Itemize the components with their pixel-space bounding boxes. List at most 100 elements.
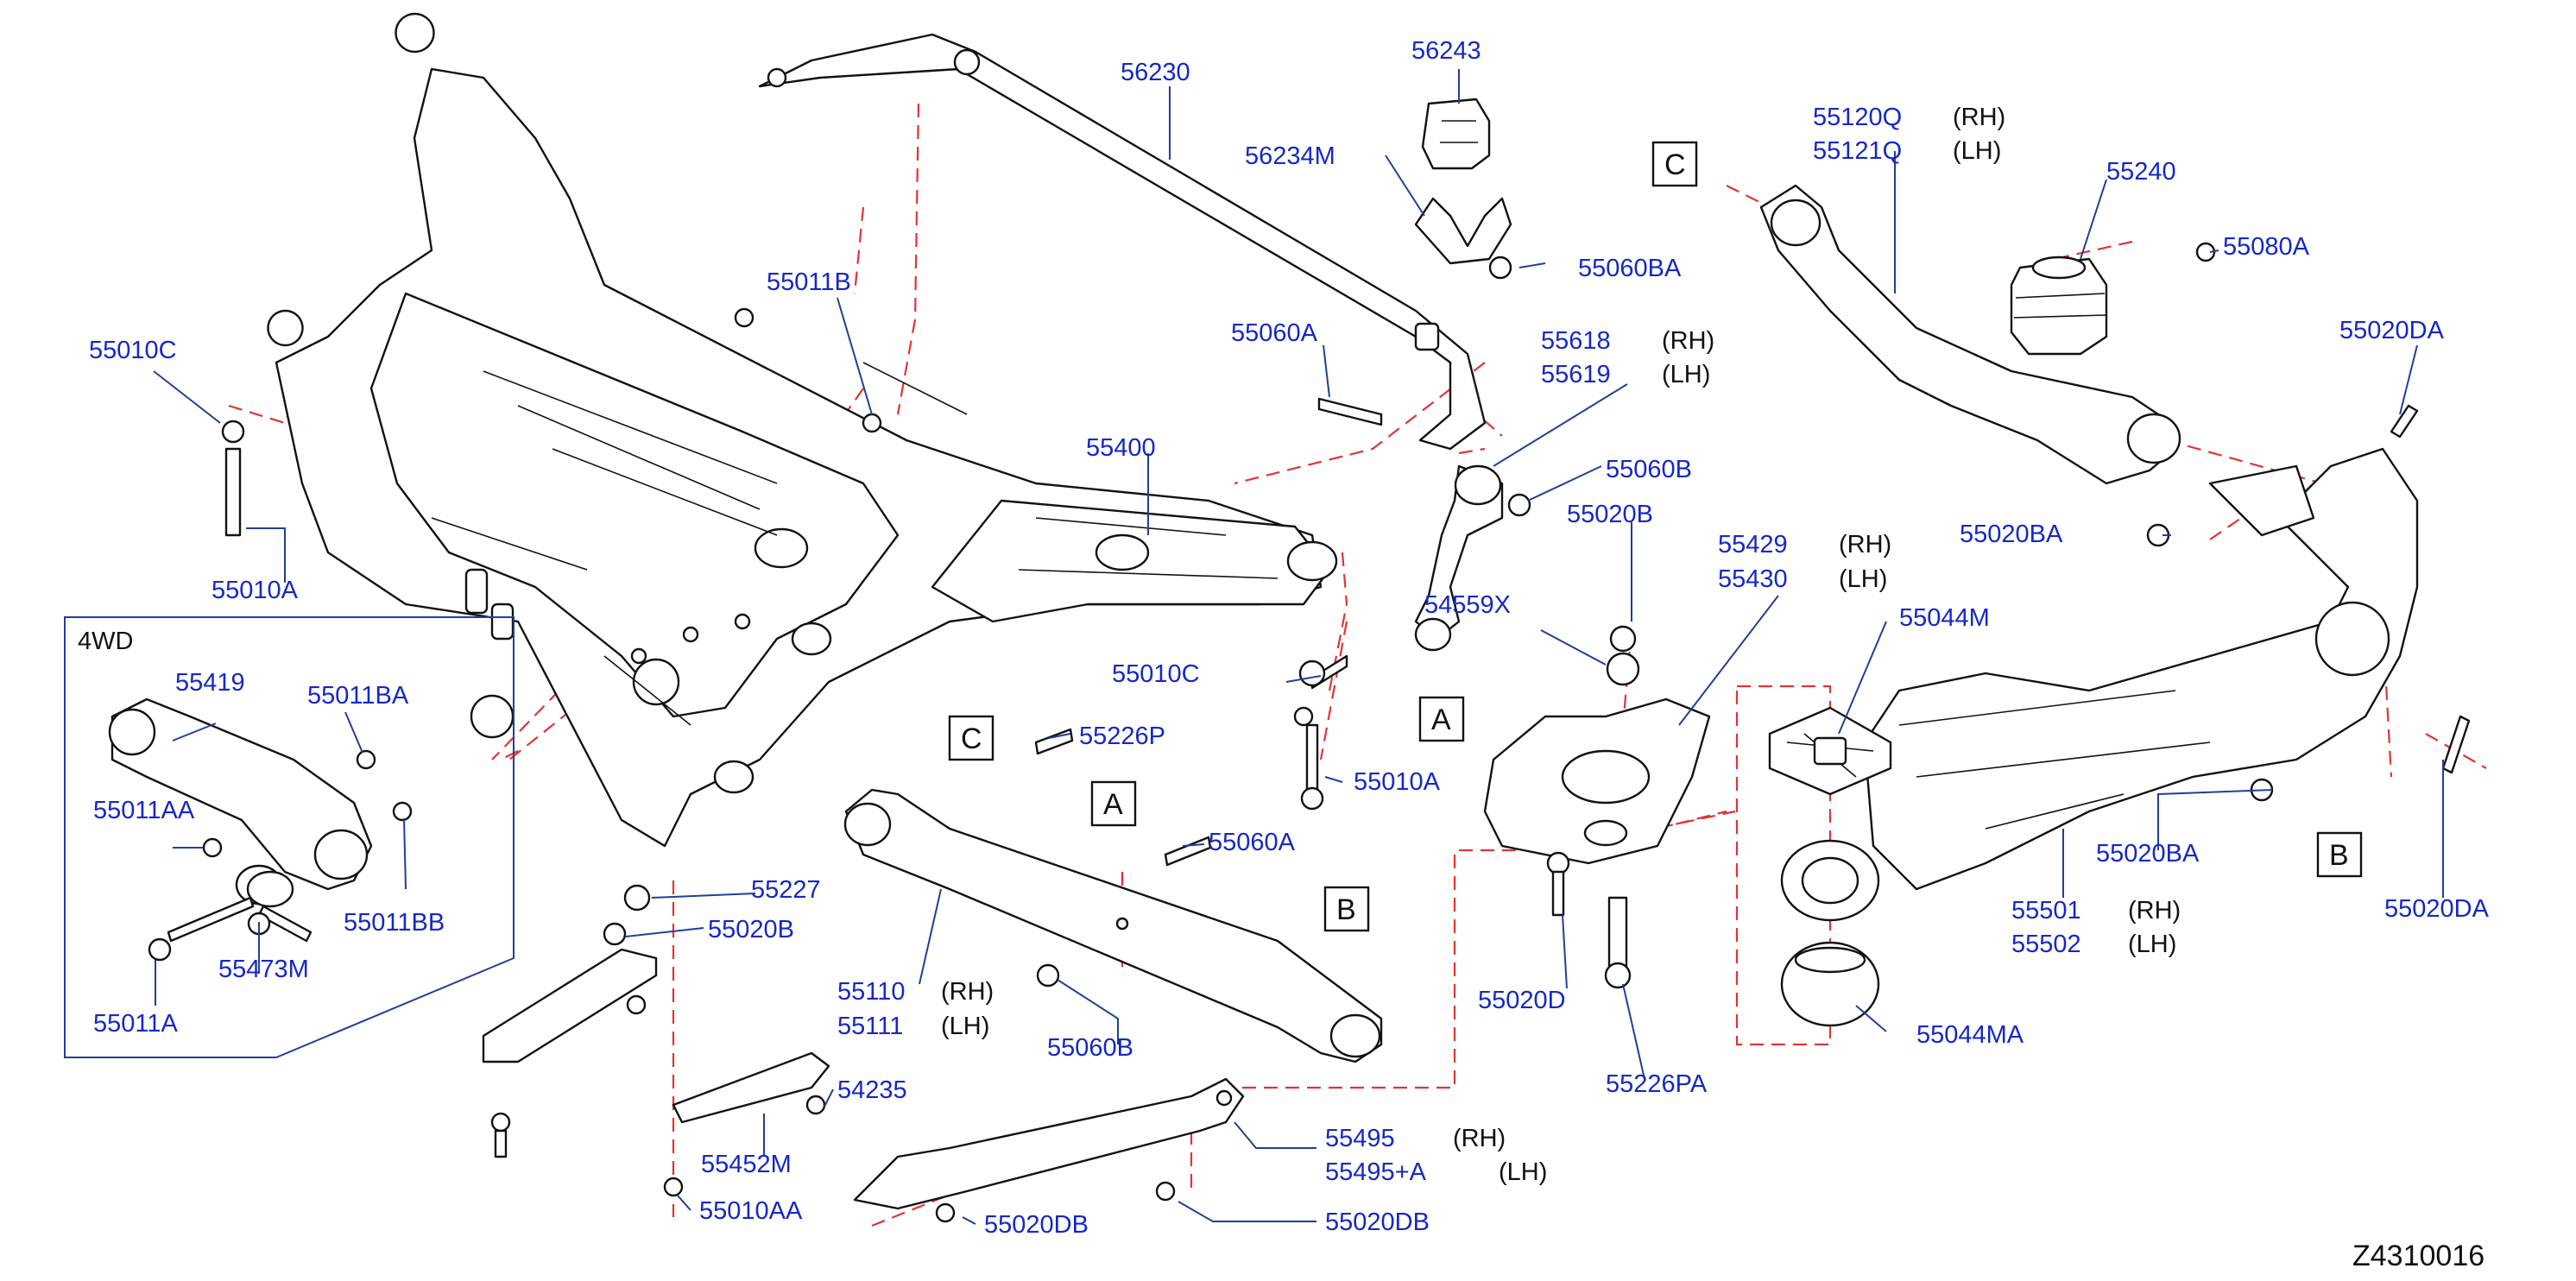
- hardware-nuts-bolts: [148, 242, 2471, 1223]
- side-label-55618-rh: (RH): [1662, 327, 1714, 355]
- connecting-rod: [1414, 464, 1504, 652]
- part-label-55495a: 55495+A: [1325, 1158, 1427, 1186]
- upper-link-arm: [1759, 184, 2181, 485]
- svg-text:B: B: [1336, 893, 1356, 926]
- lateral-member: [482, 948, 658, 1063]
- part-label-55060ba: 55060BA: [1578, 255, 1682, 282]
- part-label-55111: 55111: [837, 1013, 903, 1040]
- part-label-55430: 55430: [1718, 565, 1788, 593]
- side-label-55619-lh: (LH): [1662, 361, 1710, 388]
- part-label-55020db-b: 55020DB: [1325, 1208, 1430, 1236]
- part-label-55011ba: 55011BA: [307, 682, 409, 710]
- part-label-55400: 55400: [1086, 434, 1156, 462]
- part-label-55226p: 55226P: [1079, 723, 1165, 750]
- ref-box-a-mid: A: [1090, 780, 1137, 827]
- part-label-55060a: 55060A: [1231, 319, 1318, 347]
- part-label-55080a: 55080A: [2223, 233, 2310, 261]
- side-label-55501-rh: (RH): [2128, 897, 2181, 924]
- part-label-56230: 56230: [1121, 59, 1190, 86]
- part-label-55452m: 55452M: [701, 1151, 792, 1178]
- part-label-55619: 55619: [1541, 361, 1611, 388]
- part-label-55020b-top: 55020B: [1567, 501, 1653, 528]
- variant-label: 4WD: [78, 628, 133, 655]
- part-label-55120q: 55120Q: [1813, 104, 1902, 131]
- 4wd-detail-box: 4WD: [64, 616, 515, 1058]
- part-label-55011a: 55011A: [93, 1010, 178, 1038]
- svg-text:A: A: [1103, 788, 1123, 821]
- part-label-55011aa: 55011AA: [93, 797, 195, 824]
- part-label-55227: 55227: [751, 876, 821, 904]
- part-label-55020da-top: 55020DA: [2339, 317, 2445, 344]
- part-label-55226pa: 55226PA: [1606, 1070, 1708, 1098]
- stabilizer-bushing: [1421, 98, 1491, 170]
- part-label-55044ma: 55044MA: [1916, 1021, 2024, 1049]
- part-label-55501: 55501: [2011, 897, 2081, 924]
- part-label-55110: 55110: [837, 978, 906, 1006]
- part-label-55618: 55618: [1541, 327, 1611, 355]
- part-label-55419: 55419: [175, 669, 245, 697]
- part-label-55010aa: 55010AA: [699, 1197, 803, 1225]
- part-label-55010c-top: 55010C: [89, 337, 177, 364]
- part-label-55010a-top: 55010A: [212, 577, 299, 604]
- side-label-55429-rh: (RH): [1839, 531, 1891, 558]
- spring-seat-upper: [1768, 706, 1892, 796]
- bump-stopper: [2010, 256, 2108, 356]
- part-label-55011bb: 55011BB: [344, 909, 445, 937]
- part-label-55020da-bot: 55020DA: [2384, 895, 2490, 923]
- rear-subframe: [267, 12, 1338, 848]
- part-label-55020b-mid: 55020B: [708, 916, 794, 943]
- part-label-55060b: 55060B: [1606, 456, 1692, 483]
- rear-axle-housing: [1863, 447, 2419, 891]
- svg-text:C: C: [961, 723, 982, 755]
- part-label-55020ba-bot: 55020BA: [2096, 840, 2200, 868]
- stabilizer-bar: [758, 33, 1487, 451]
- part-label-55044m: 55044M: [1899, 604, 1990, 632]
- part-label-56234m: 56234M: [1245, 142, 1335, 170]
- ref-box-b-right: B: [2316, 831, 2363, 878]
- part-label-55429: 55429: [1718, 531, 1788, 558]
- part-label-55011b: 55011B: [767, 268, 851, 296]
- side-label-55111-lh: (LH): [941, 1013, 989, 1040]
- part-label-56243: 56243: [1411, 37, 1481, 65]
- side-label-55120q-rh: (RH): [1953, 104, 2005, 131]
- part-label-55473m: 55473M: [218, 956, 309, 983]
- differential-member-4wd: [108, 697, 373, 906]
- side-label-55502-lh: (LH): [2128, 931, 2176, 958]
- side-label-55495a-lh: (LH): [1499, 1158, 1547, 1186]
- diagram-code: Z4310016: [2352, 1240, 2484, 1272]
- spring-seat-bracket: [1483, 697, 1711, 865]
- stabilizer-clamp: [1414, 197, 1512, 265]
- part-label-55020d: 55020D: [1478, 987, 1566, 1014]
- ref-box-a-top: A: [1418, 696, 1465, 742]
- coil-spring-seat: [1780, 839, 1880, 922]
- part-label-54559x: 54559X: [1424, 591, 1511, 619]
- side-label-55430-lh: (LH): [1839, 565, 1887, 593]
- side-label-55121q-lh: (LH): [1953, 137, 2001, 165]
- svg-text:C: C: [1664, 148, 1686, 181]
- part-label-55060b-bot: 55060B: [1047, 1034, 1133, 1062]
- part-label-55060a-mid: 55060A: [1209, 829, 1296, 856]
- part-label-55240: 55240: [2106, 158, 2176, 186]
- part-label-55020db-a: 55020DB: [984, 1211, 1089, 1239]
- svg-text:A: A: [1431, 704, 1451, 736]
- leader-lines: [153, 69, 2444, 1225]
- part-label-55010a-mid: 55010A: [1354, 768, 1441, 796]
- part-label-55502: 55502: [2011, 931, 2081, 958]
- part-label-55010c-mid: 55010C: [1112, 660, 1200, 688]
- side-label-55110-rh: (RH): [941, 978, 994, 1006]
- part-label-55020ba-top: 55020BA: [1960, 521, 2063, 548]
- part-labels: 56230 56243 56234M 55060BA 55060A 55618 …: [89, 37, 2490, 1239]
- svg-text:B: B: [2329, 839, 2349, 872]
- ref-box-c-top: C: [1651, 141, 1698, 187]
- part-label-54235: 54235: [837, 1076, 907, 1104]
- side-label-55495-rh: (RH): [1453, 1125, 1506, 1152]
- lower-link: [843, 788, 1383, 1063]
- ref-box-b-mid: B: [1323, 886, 1370, 932]
- part-label-55121q: 55121Q: [1813, 137, 1902, 165]
- spring-seat-lower: [1780, 941, 1880, 1027]
- part-label-55495: 55495: [1325, 1125, 1395, 1152]
- stay-bracket: [672, 1051, 830, 1124]
- ref-box-c-mid: C: [948, 715, 994, 761]
- radius-rod: [853, 1077, 1245, 1210]
